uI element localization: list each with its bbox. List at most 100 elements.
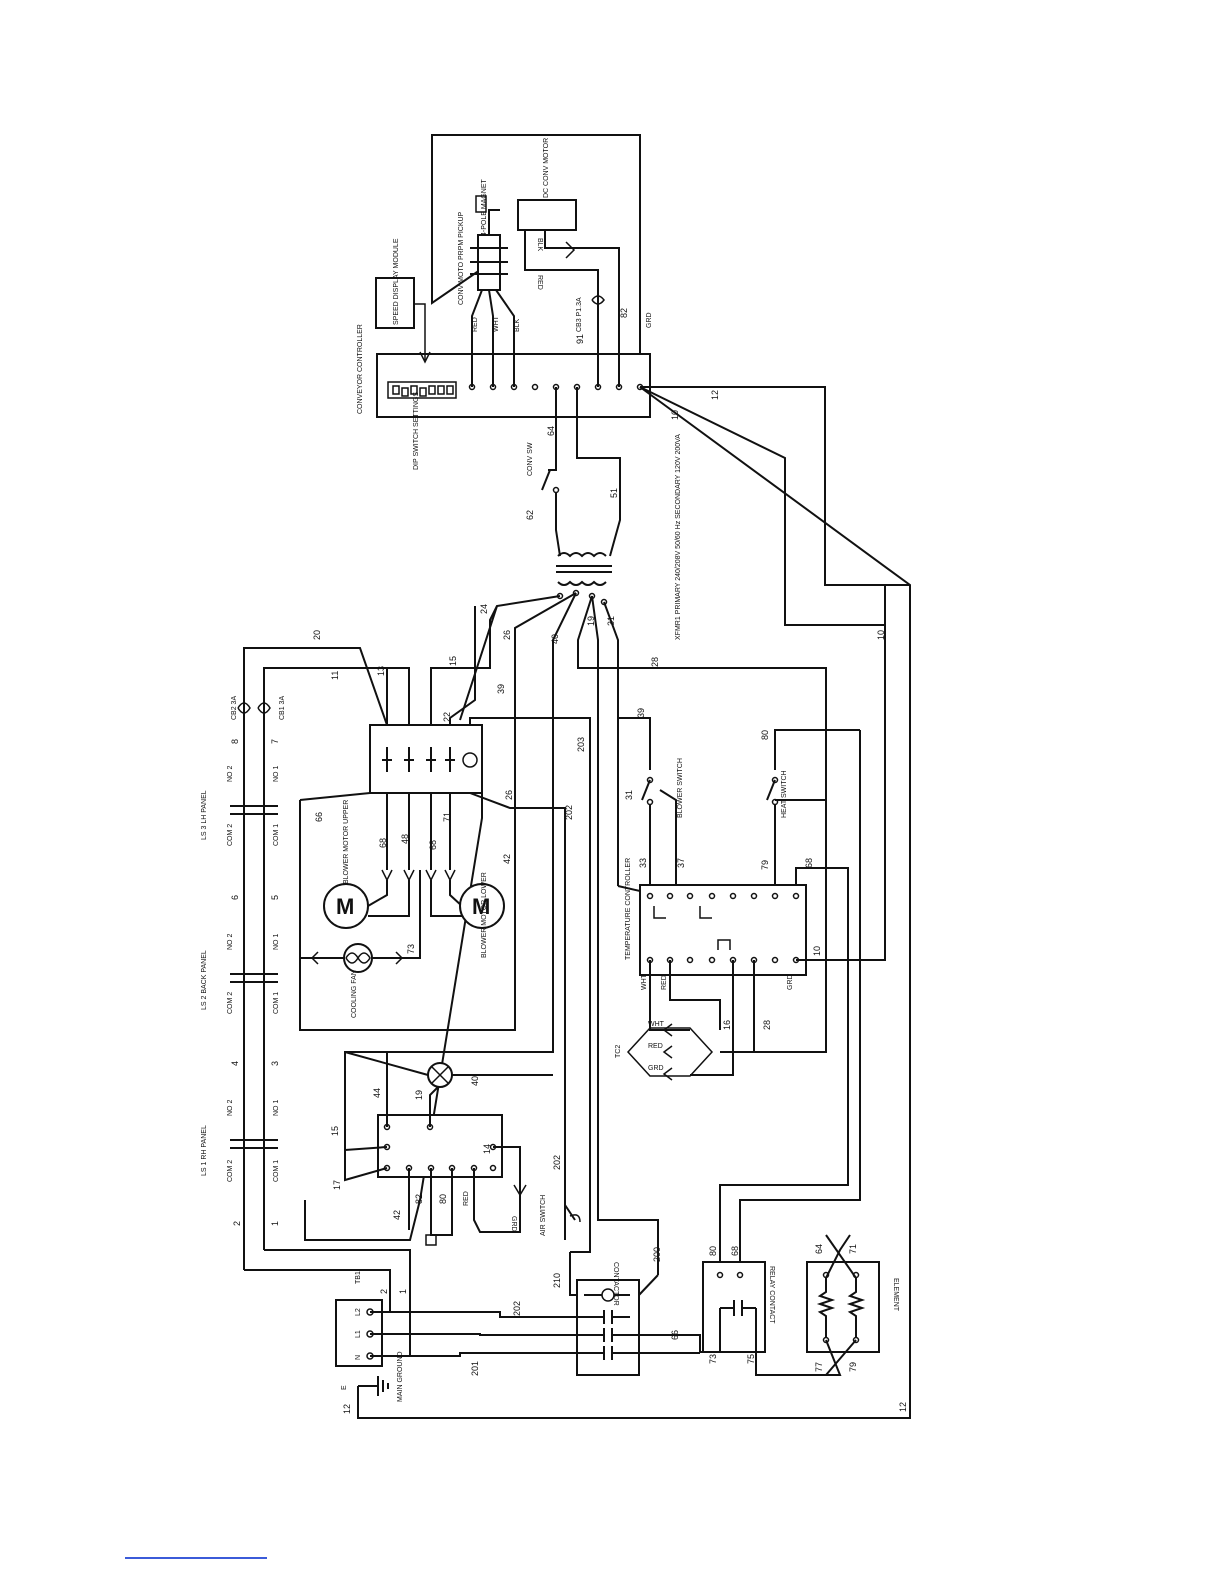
wire-label: 12 — [710, 390, 720, 400]
wire-label: 2 — [379, 1289, 389, 1294]
tb1-terminal: L2 — [355, 1308, 362, 1316]
wire-label: 14 — [482, 1144, 492, 1154]
tc2-label: TC2 — [615, 1045, 622, 1058]
wire-label: 31 — [606, 616, 616, 626]
motor-section: M M BLOWER MOTOR UPPER BLOWER MOTOR LOWE… — [299, 800, 505, 1018]
temperature-section: BLOWER SWITCH 39 31 33 37 HEAT SWITCH 80… — [615, 386, 910, 1275]
wire-label: 202 — [564, 805, 574, 820]
tc-wire-red: RED — [648, 1043, 663, 1050]
heating-element — [806, 1261, 880, 1353]
wire-label: 75 — [746, 1354, 756, 1364]
blower-upper-label: BLOWER MOTOR UPPER — [343, 800, 350, 884]
wire-label: 202 — [512, 1301, 522, 1316]
conveyor-section: CONVEYOR CONTROLLER DIP SWITCH SETTINGS … — [357, 134, 653, 470]
wire-label: 66 — [670, 1330, 680, 1340]
wire-label: 71 — [442, 812, 452, 822]
temperature-controller — [639, 884, 807, 976]
wire-label: 42 — [392, 1210, 402, 1220]
wire-label: 64 — [546, 426, 556, 436]
footer-rule — [125, 1557, 267, 1559]
wire-label: 42 — [502, 854, 512, 864]
wire-label: WHT — [641, 973, 648, 990]
wire-label: 15 — [448, 656, 458, 666]
ground-terminal: E — [341, 1385, 348, 1390]
wire-red-motor: RED — [536, 275, 543, 290]
ls-contact-label: NO 2 — [227, 1100, 234, 1116]
wire-label: 24 — [479, 604, 489, 614]
lower-board: 44 19 40 15 17 42 82 80 14 RED GRD — [330, 1051, 553, 1246]
ls-contact-label: NO 1 — [273, 1100, 280, 1116]
wire-label: 68 — [378, 838, 388, 848]
wire-label: 80 — [760, 730, 770, 740]
wire-label: 73 — [406, 944, 416, 954]
speed-display-module — [375, 277, 415, 329]
blower-lower-label: BLOWER MOTOR LOWER — [481, 872, 488, 958]
transformer-section: CONV SW 64 62 51 XFMR1 PRIMARY 240/208V … — [299, 387, 827, 1275]
wire-label: 39 — [636, 708, 646, 718]
ls-contact-label: COM 2 — [227, 1160, 234, 1182]
wire-label: 203 — [576, 737, 586, 752]
dc-motor-label: DC CONV MOTOR — [543, 138, 550, 198]
wire-blk-motor: BLK — [536, 238, 543, 252]
wire-label: 82 — [619, 308, 629, 318]
speed-display-label: SPEED DISPLAY MODULE — [393, 238, 400, 325]
ls-lh-label: LS 3 LH PANEL — [201, 790, 208, 840]
tc-wire-grd: GRD — [648, 1065, 664, 1072]
wire-label: 40 — [470, 1076, 480, 1086]
ls-contact-label: NO 2 — [227, 934, 234, 950]
conv-sw-label: CONV SW — [527, 442, 534, 476]
wire-label: 16 — [722, 1020, 732, 1030]
transformer-label: XFMR1 PRIMARY 240/208V 50/60 Hz SECONDAR… — [675, 434, 682, 640]
air-switch-label: AIR SWITCH — [540, 1195, 547, 1236]
ls-contact-label: NO 1 — [273, 934, 280, 950]
relay-block: 11 20 13 15 22 24 26 39 26 40 19 31 203 … — [243, 604, 660, 1253]
tb1-terminal: L1 — [355, 1330, 362, 1338]
wire-label: 66 — [314, 812, 324, 822]
wire-label: 40 — [550, 634, 560, 644]
wire-label: RED — [463, 1191, 470, 1206]
wire-label: 48 — [400, 834, 410, 844]
wire-label: 80 — [708, 1246, 718, 1256]
wire-label: 37 — [676, 858, 686, 868]
wire-label: 202 — [552, 1155, 562, 1170]
heating-section: RELAY CONTACT 80 68 73 75 66 ELEMENT 64 … — [630, 1234, 899, 1376]
wire-label: 20 — [312, 630, 322, 640]
dip-switch-label: DIP SWITCH SETTINGS — [413, 392, 420, 470]
ls-contact-label: COM 1 — [273, 992, 280, 1014]
wire-label: GRD — [646, 312, 653, 328]
wire-label: GRD — [510, 1216, 517, 1232]
wire-label: 73 — [708, 1354, 718, 1364]
wire-label: 31 — [624, 790, 634, 800]
wire-label: 26 — [504, 790, 514, 800]
wire-label: 79 — [760, 860, 770, 870]
wire-label: 200 — [652, 1247, 662, 1262]
contactor-label: CONTACTOR — [612, 1262, 619, 1306]
limit-switch-section: CB2 3A CB1 3A LS 3 LH PANEL LS 2 BACK PA… — [201, 690, 286, 1270]
wire-label: 80 — [438, 1194, 448, 1204]
blower-motor-lower — [459, 883, 505, 929]
wire-label: 64 — [814, 1244, 824, 1254]
wire-label: 201 — [470, 1361, 480, 1376]
wire-label: 12 — [898, 1402, 908, 1412]
blower-motor-upper — [323, 883, 369, 929]
blower-switch-label: BLOWER SWITCH — [677, 758, 684, 818]
wire-label: 68 — [428, 840, 438, 850]
tb1-label: TB1 — [355, 1271, 362, 1284]
heat-switch-label: HEAT SWITCH — [781, 770, 788, 818]
element-label: ELEMENT — [892, 1278, 899, 1312]
cb2-label: CB2 3A — [231, 696, 238, 720]
wire-label: 26 — [502, 630, 512, 640]
wire-label: 11 — [330, 671, 340, 680]
wire-label: RED — [661, 975, 668, 990]
wire-label: 2 — [232, 1221, 242, 1226]
motor-glyph: M — [472, 894, 490, 919]
wire-label: 5 — [270, 895, 280, 900]
wire-label: 68 — [730, 1246, 740, 1256]
wire-red-pickup: RED — [472, 317, 479, 332]
wire-label: 19 — [586, 616, 596, 626]
pole-magnet-label: 4-POLE MAGNET — [481, 178, 488, 236]
cb3-label: CB3 P1.3A — [576, 297, 583, 332]
ls-contact-label: NO 1 — [273, 766, 280, 782]
wire-label: 12 — [342, 1404, 352, 1414]
